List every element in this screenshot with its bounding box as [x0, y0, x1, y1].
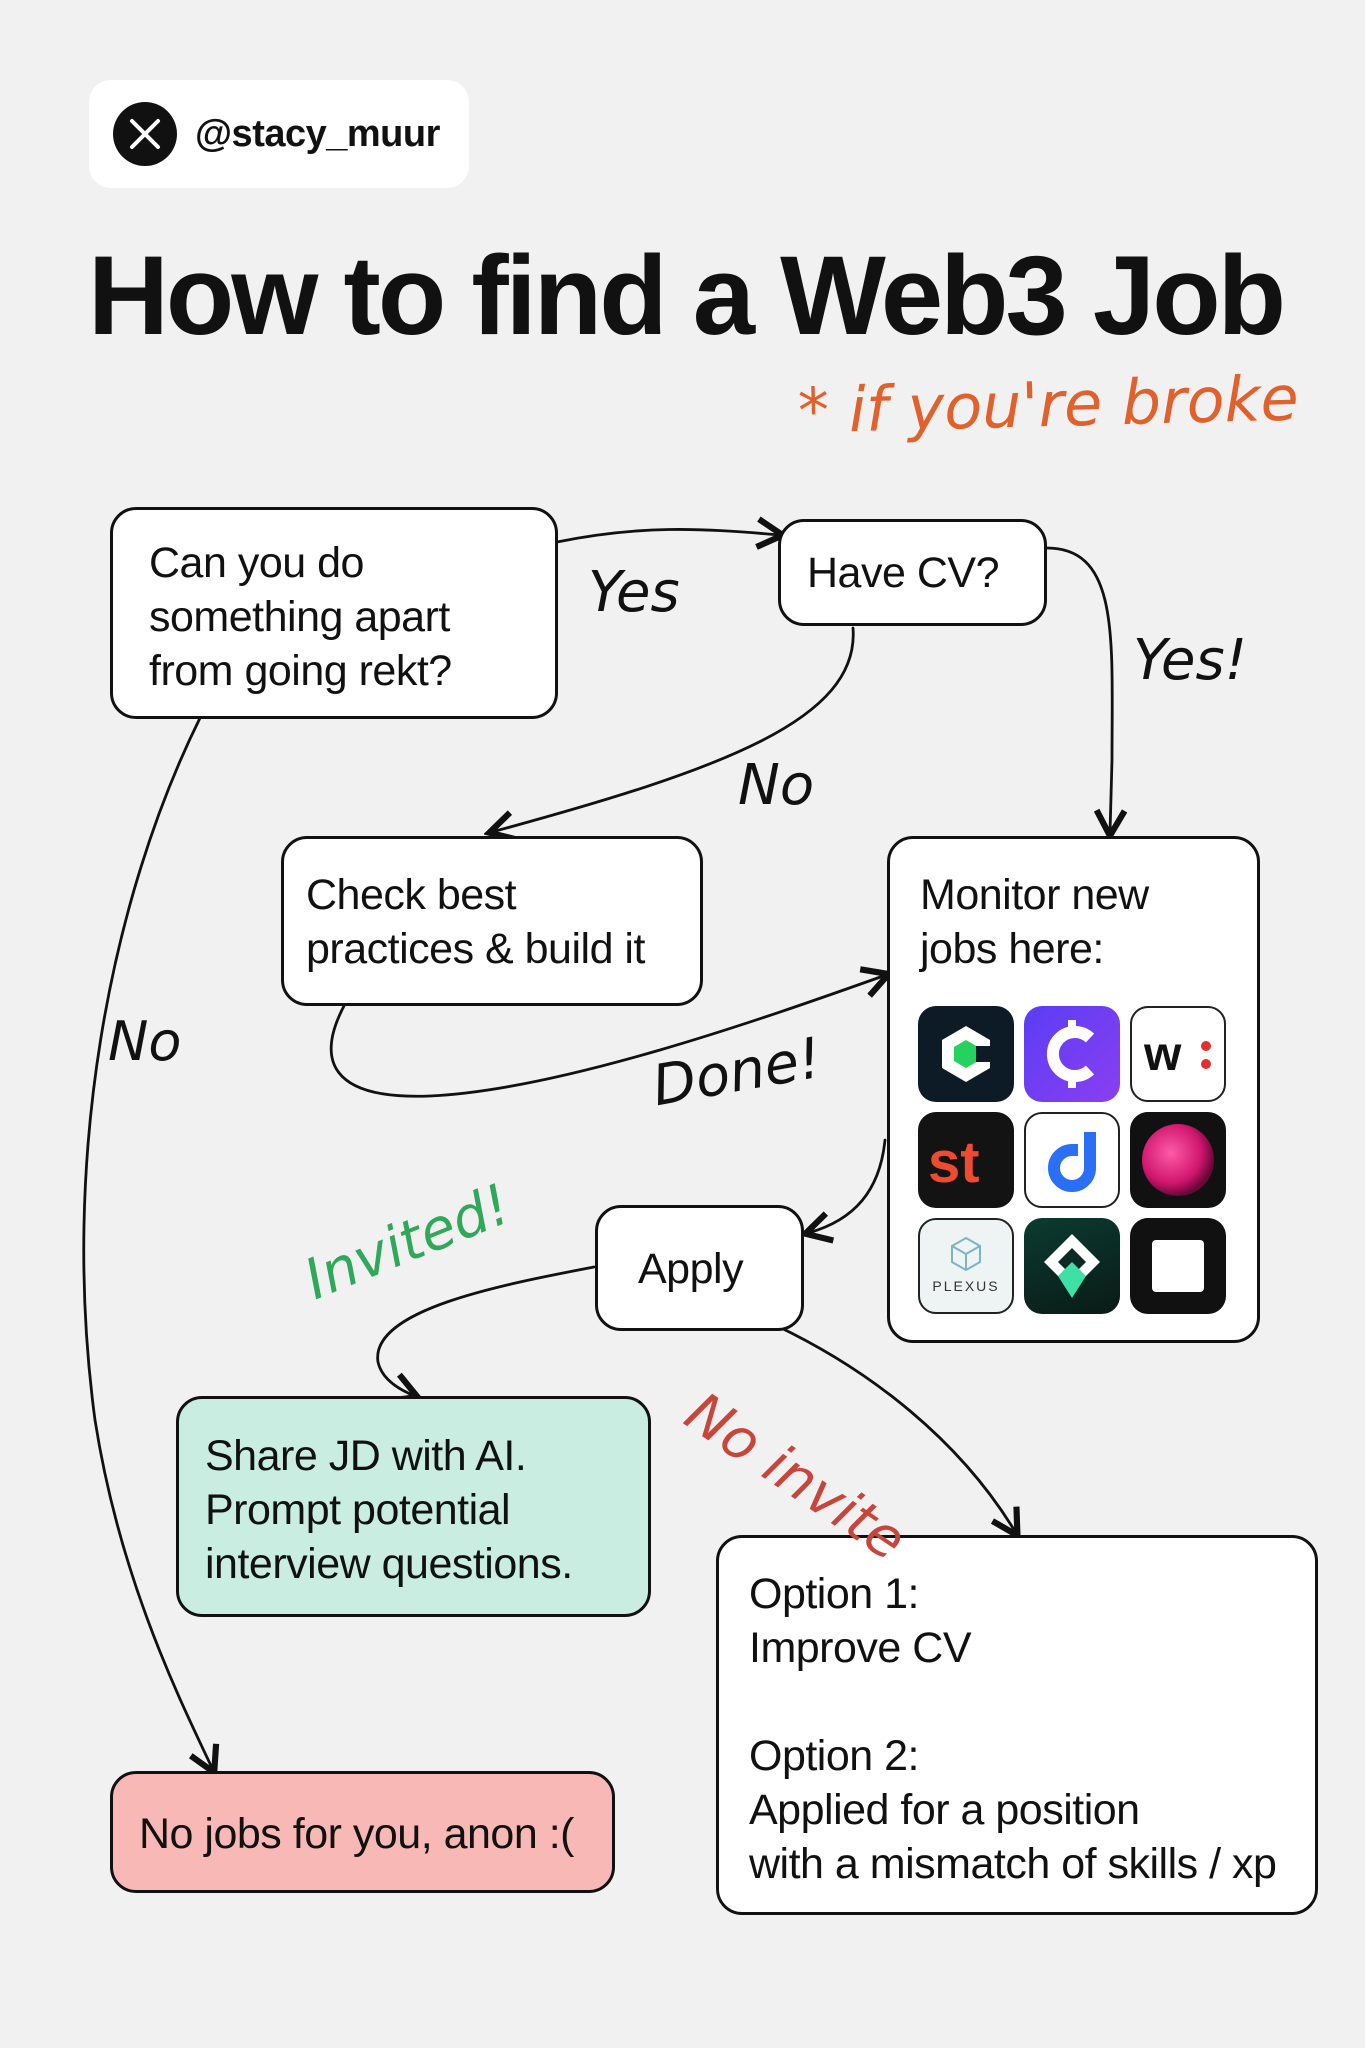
node-can-you-do-something: Can you do something apart from going re… [110, 507, 558, 719]
plexus-logo-icon[interactable]: PLEXUS [918, 1218, 1014, 1314]
node-share-jd-text: Share JD with AI. Prompt potential inter… [205, 1432, 573, 1588]
node-have-cv-text: Have CV? [807, 549, 999, 597]
diamond-logo-icon[interactable] [1024, 1218, 1120, 1314]
node-no-jobs: No jobs for you, anon :( [110, 1771, 615, 1893]
d-logo-icon[interactable] [1024, 1112, 1120, 1208]
node-share-jd: Share JD with AI. Prompt potential inter… [176, 1396, 651, 1617]
arrow-apply-to-options [773, 1323, 1016, 1533]
arrow-check-to-monitor [329, 975, 886, 1098]
node-apply: Apply [595, 1205, 804, 1331]
cube-logo-icon[interactable] [918, 1006, 1014, 1102]
node-no-jobs-text: No jobs for you, anon :( [139, 1810, 574, 1858]
edge-label-no-rekt: No [108, 1010, 182, 1073]
node-check-best-practices: Check best practices & build it [281, 836, 703, 1006]
edge-label-yes-excl: Yes! [1133, 628, 1248, 693]
pink-orb-logo-icon[interactable] [1130, 1112, 1226, 1208]
node-options-text: Option 1: Improve CV Option 2: Applied f… [749, 1570, 1277, 1888]
svg-text:st: st [928, 1130, 980, 1195]
node-check-best-text: Check best practices & build it [306, 871, 645, 973]
st-logo-icon[interactable]: st [918, 1112, 1014, 1208]
square-logo-icon[interactable] [1130, 1218, 1226, 1314]
w-logo-icon[interactable]: w [1130, 1006, 1226, 1102]
job-board-logos: w st [918, 1006, 1228, 1314]
node-question-text: Can you do something apart from going re… [149, 539, 452, 695]
arrow-havecv-to-check [492, 626, 855, 832]
c-logo-icon[interactable] [1024, 1006, 1120, 1102]
x-logo-icon [113, 102, 177, 166]
author-handle-card[interactable]: @stacy_muur [89, 80, 469, 188]
arrow-question-to-havecv [555, 529, 780, 542]
author-handle: @stacy_muur [195, 112, 440, 155]
arrow-apply-to-share [376, 1265, 596, 1396]
arrow-question-to-nojobs [82, 716, 213, 1770]
node-have-cv: Have CV? [778, 519, 1047, 626]
edge-label-no-cv: No [738, 753, 815, 818]
svg-text:w: w [1143, 1028, 1182, 1081]
arrow-havecv-to-monitor [1045, 546, 1112, 833]
plexus-label: PLEXUS [932, 1278, 1000, 1294]
arrow-monitor-to-apply [808, 1138, 887, 1233]
node-monitor-text: Monitor new jobs here: [920, 871, 1149, 973]
page-title: How to find a Web3 Job [88, 233, 1286, 358]
edge-label-yes: Yes [588, 560, 680, 625]
node-options: Option 1: Improve CV Option 2: Applied f… [716, 1535, 1318, 1915]
node-apply-text: Apply [638, 1245, 744, 1293]
